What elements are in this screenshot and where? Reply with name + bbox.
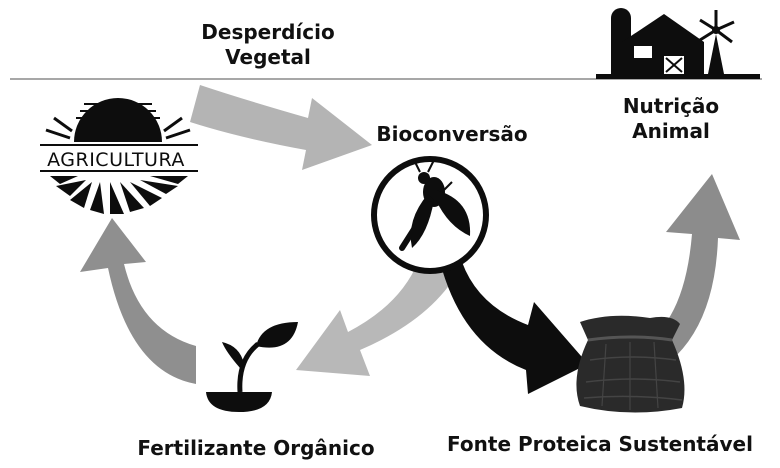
label-sustainable-protein: Fonte Proteica Sustentável <box>447 432 753 456</box>
fly-icon <box>371 156 489 274</box>
label-plant-waste: Desperdício Vegetal <box>201 20 335 69</box>
sack-icon <box>576 315 685 413</box>
arrow-sack-to-animal <box>632 174 740 380</box>
arrow-bioconversion-to-fertilizer <box>296 262 458 376</box>
agriculture-logo-text: AGRICULTURA <box>47 149 185 171</box>
farm-barn-icon <box>596 8 760 79</box>
arrow-bioconversion-to-protein <box>440 262 588 394</box>
arrow-fertilizer-to-agriculture <box>80 218 196 384</box>
sprout-icon <box>206 322 298 412</box>
label-animal-nutrition: Nutrição Animal <box>622 94 720 143</box>
arrow-waste-to-bioconversion <box>190 85 372 170</box>
agriculture-logo-icon: AGRICULTURA <box>40 98 198 214</box>
label-bioconversion: Bioconversão <box>376 122 528 146</box>
label-organic-fertilizer: Fertilizante Orgânico <box>137 436 375 460</box>
